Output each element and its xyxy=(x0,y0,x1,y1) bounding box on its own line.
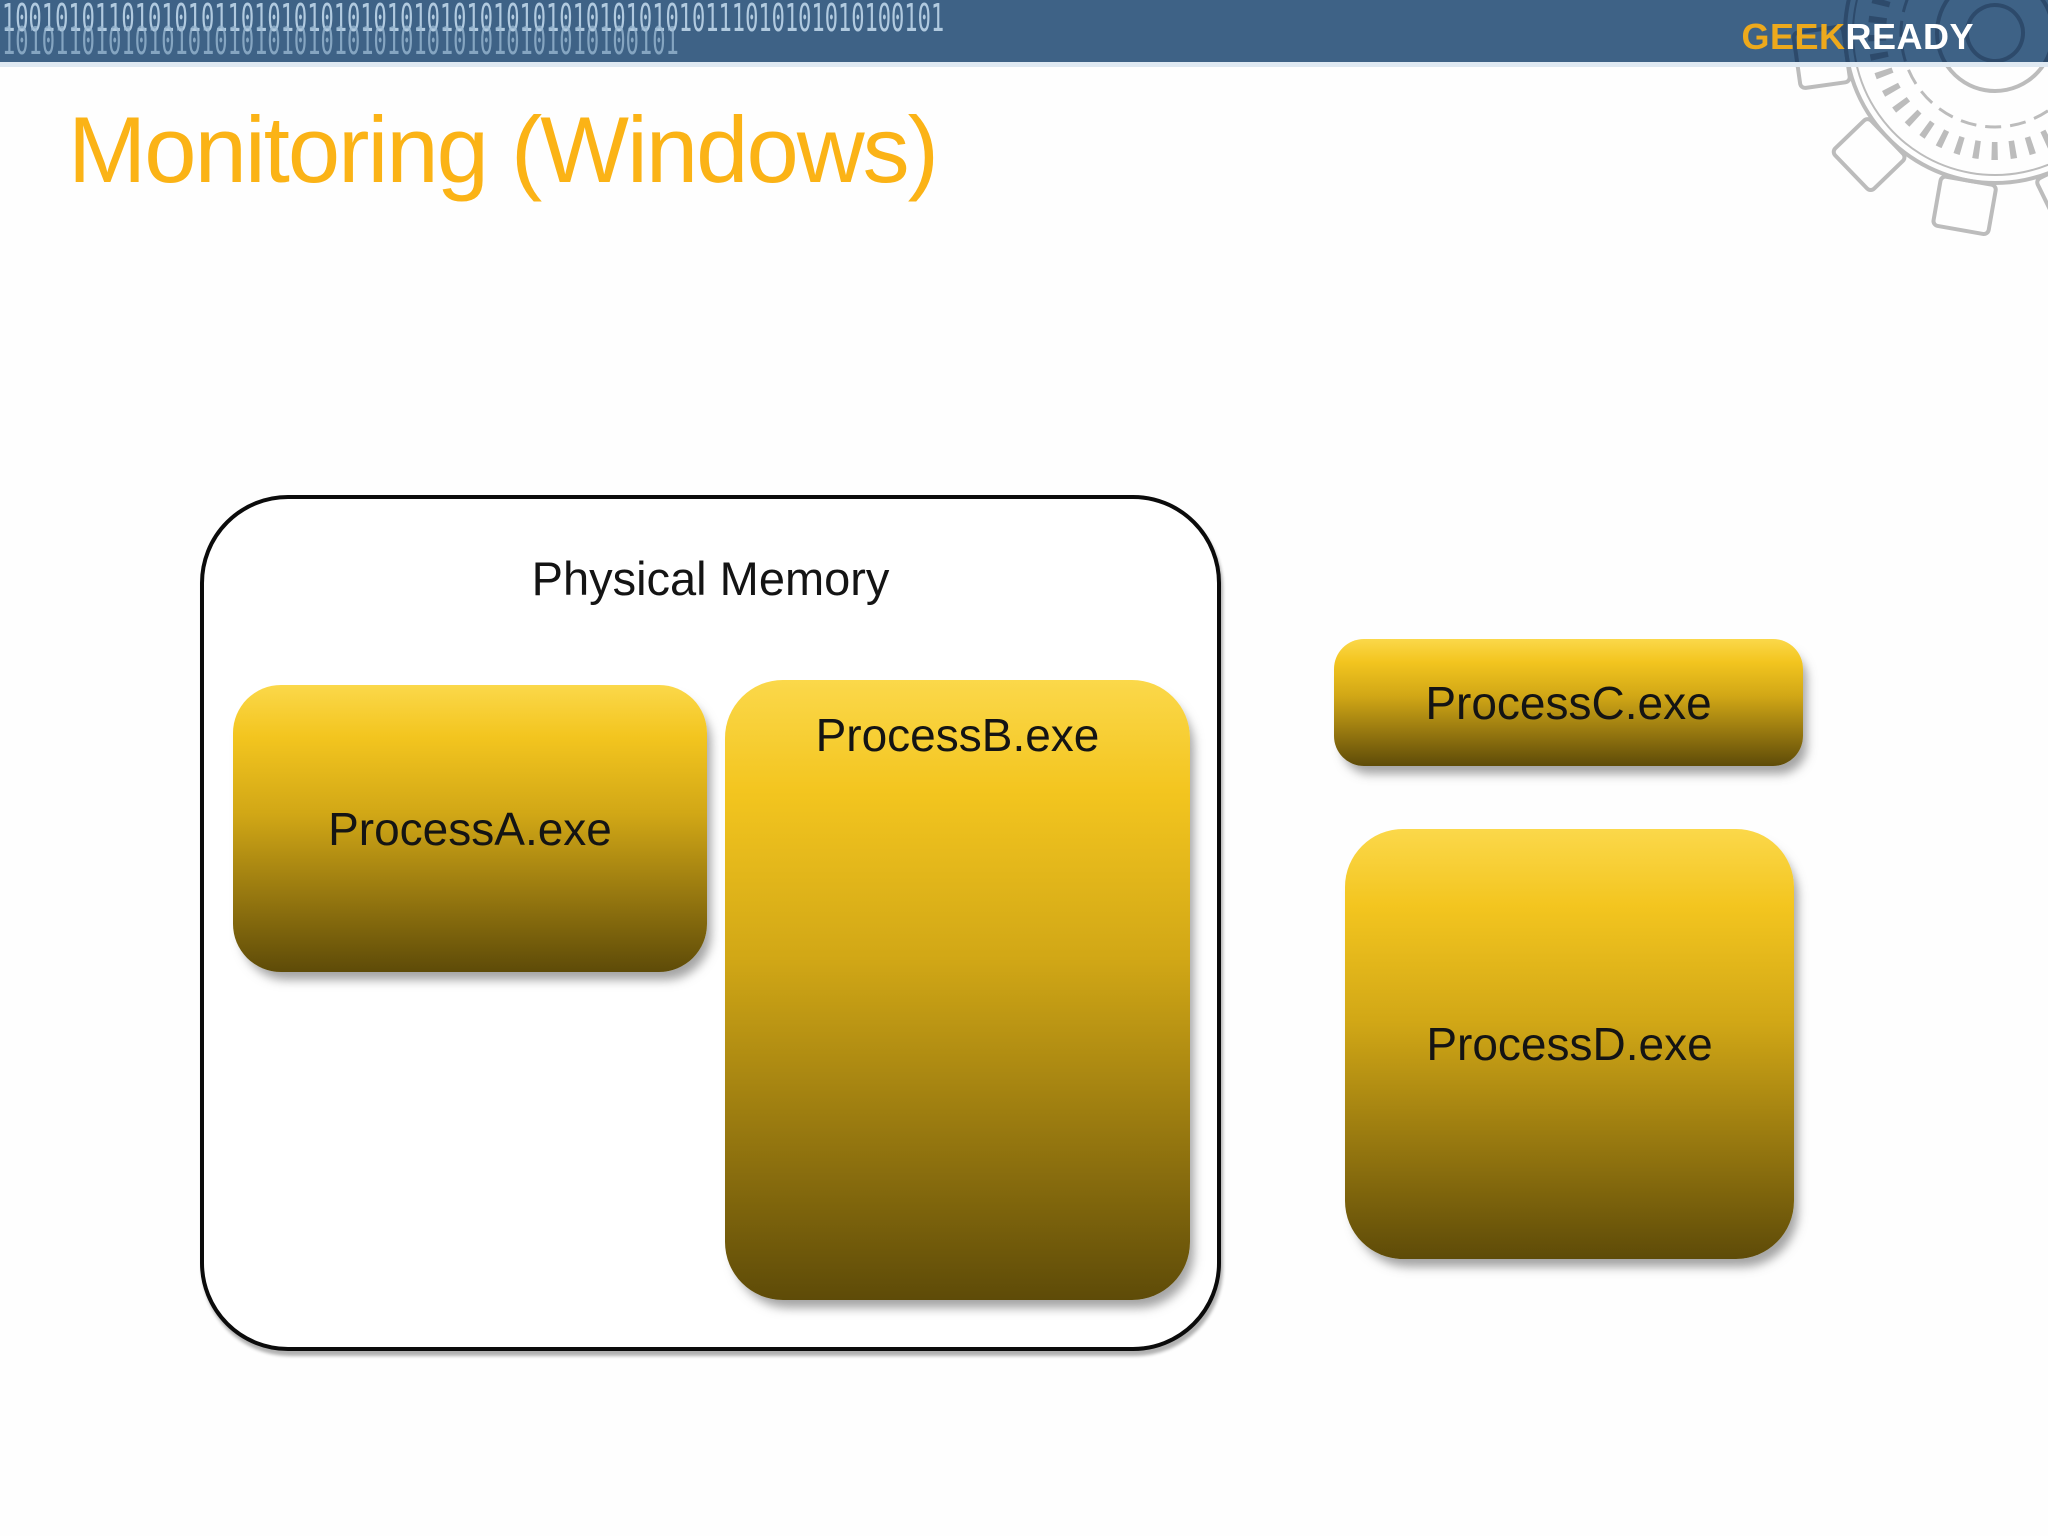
physical-memory-container: Physical Memory ProcessA.exe ProcessB.ex… xyxy=(200,495,1221,1351)
process-d-label: ProcessD.exe xyxy=(1426,1018,1713,1070)
process-box-c: ProcessC.exe xyxy=(1334,639,1803,766)
process-box-b: ProcessB.exe xyxy=(725,680,1190,1300)
physical-memory-label: Physical Memory xyxy=(531,552,890,605)
process-box-a: ProcessA.exe xyxy=(233,685,707,972)
binary-pattern-row1: 1001010110101010110101010101010101010101… xyxy=(2,0,945,40)
process-box-d: ProcessD.exe xyxy=(1345,829,1794,1259)
logo-ready-text: READY xyxy=(1845,16,1974,57)
slide-title: Monitoring (Windows) xyxy=(68,97,939,202)
binary-pattern-row2: 1010110101010101010101010101010101010101… xyxy=(2,19,679,63)
process-c-label: ProcessC.exe xyxy=(1425,676,1712,729)
process-a-label: ProcessA.exe xyxy=(328,802,612,855)
process-b-label: ProcessB.exe xyxy=(815,709,1100,761)
banner: 1001010110101010110101010101010101010101… xyxy=(0,0,2048,67)
logo-geek-text: GEEK xyxy=(1741,16,1846,57)
geekready-logo: GEEKREADY xyxy=(1741,16,1974,58)
